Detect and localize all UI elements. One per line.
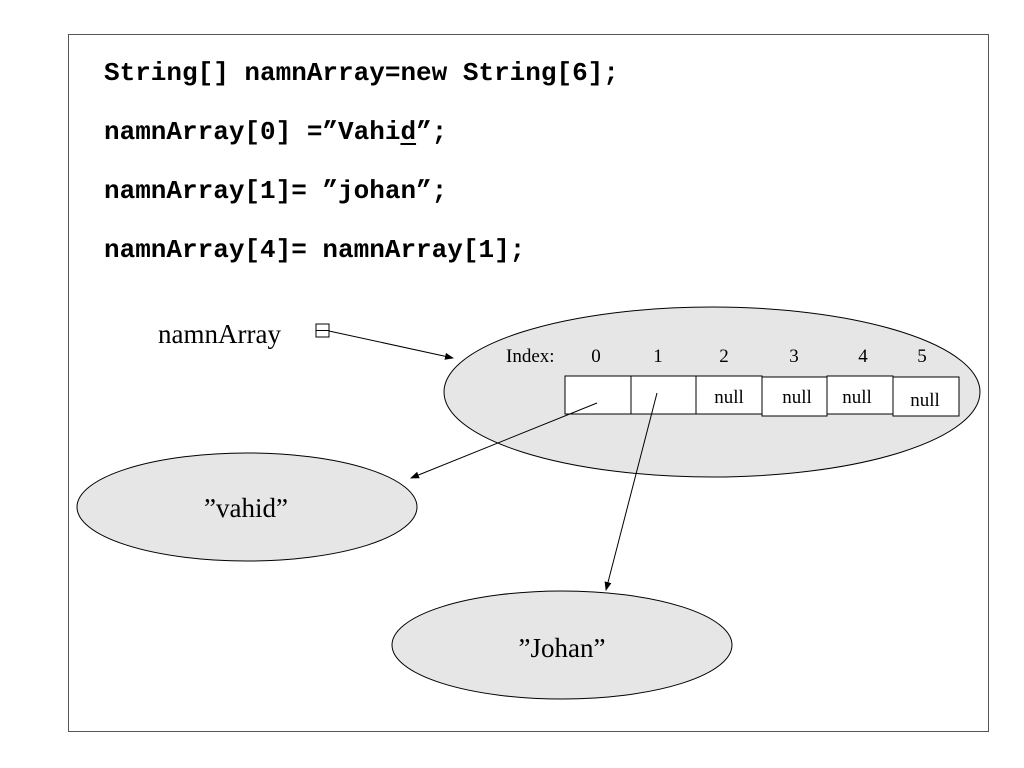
cell-0-reference-arrow bbox=[410, 402, 598, 479]
code-line-1: String[] namnArray=new String[6]; bbox=[104, 58, 619, 88]
string-object-label-johan: ”Johan” bbox=[519, 633, 606, 663]
cell-1-reference-arrow bbox=[604, 392, 658, 591]
array-cell-4-value: null bbox=[842, 387, 872, 408]
index-number-5: 5 bbox=[917, 346, 927, 367]
array-cell-3 bbox=[761, 376, 828, 417]
string-object-ellipse-vahid bbox=[76, 452, 418, 562]
code-line-2-after: ”; bbox=[416, 117, 448, 147]
code-line-4: namnArray[4]= namnArray[1]; bbox=[104, 235, 526, 265]
index-label: Index: bbox=[506, 346, 555, 367]
array-cell-1 bbox=[630, 375, 697, 415]
code-line-2-underlined-char: d bbox=[400, 117, 417, 147]
variable-label: namnArray bbox=[158, 319, 281, 349]
code-line-2-before: namnArray[0] =”Vahi bbox=[104, 117, 401, 147]
array-cell-2-value: null bbox=[714, 387, 744, 408]
array-cell-2 bbox=[695, 375, 763, 415]
reference-arrow bbox=[328, 330, 454, 360]
array-cell-3-value: null bbox=[782, 387, 812, 408]
array-cell-5-value: null bbox=[910, 390, 940, 411]
index-number-0: 0 bbox=[591, 346, 601, 367]
array-cell-4 bbox=[826, 375, 894, 415]
array-cell-5 bbox=[892, 376, 960, 417]
code-line-3: namnArray[1]= ”johan”; bbox=[104, 176, 448, 206]
index-number-3: 3 bbox=[789, 346, 799, 367]
array-cell-0 bbox=[564, 375, 632, 415]
index-number-1: 1 bbox=[653, 346, 663, 367]
string-object-label-vahid: ”vahid” bbox=[204, 493, 288, 523]
index-number-4: 4 bbox=[858, 346, 868, 367]
string-object-ellipse-johan bbox=[391, 590, 733, 700]
code-line-2: namnArray[0] =”Vahid”; bbox=[104, 117, 447, 147]
index-number-2: 2 bbox=[719, 346, 729, 367]
